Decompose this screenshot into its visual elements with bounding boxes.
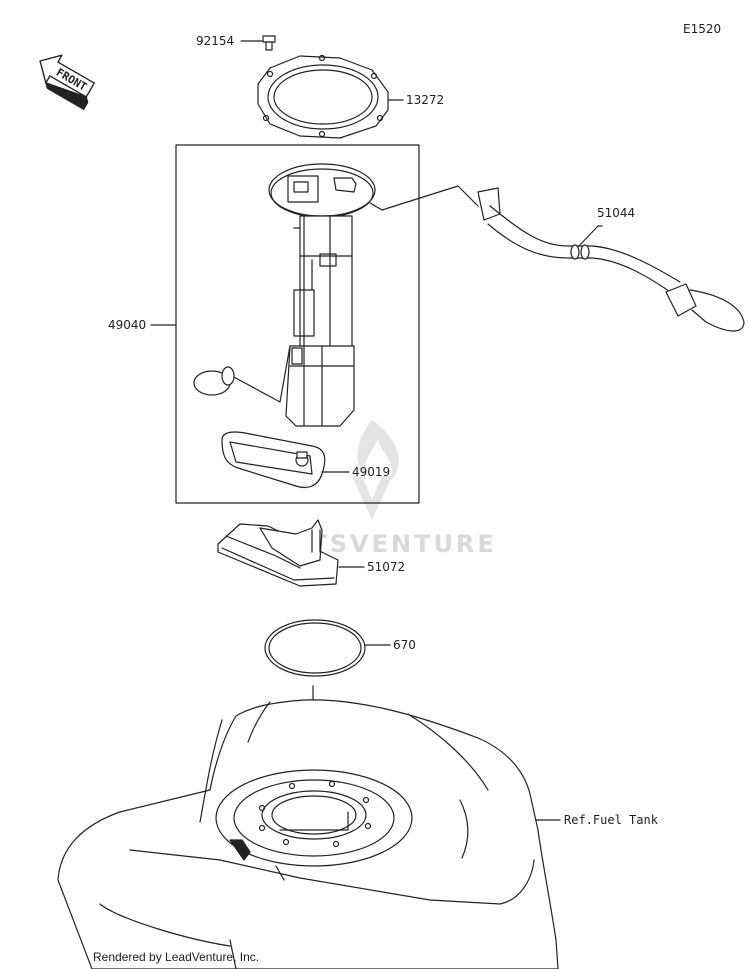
fuel-pump-assy-49040[interactable] bbox=[150, 144, 420, 504]
part-label-49040[interactable]: 49040 bbox=[108, 318, 147, 332]
part-label-13272[interactable]: 13272 bbox=[406, 93, 445, 107]
filter-49019[interactable] bbox=[221, 431, 350, 489]
part-label-49019[interactable]: 49019 bbox=[352, 465, 391, 479]
bolt-92154[interactable] bbox=[240, 35, 276, 51]
reference-label-fuel-tank[interactable]: Ref.Fuel Tank bbox=[564, 813, 658, 827]
part-label-51072[interactable]: 51072 bbox=[367, 560, 406, 574]
cover-51072[interactable] bbox=[217, 519, 365, 587]
part-label-670[interactable]: 670 bbox=[393, 638, 416, 652]
front-arrow-icon: FRONT bbox=[39, 54, 95, 110]
diagram-code: E1520 bbox=[683, 22, 722, 36]
o-ring-670[interactable] bbox=[264, 619, 391, 677]
part-label-51044[interactable]: 51044 bbox=[597, 206, 636, 220]
fuel-tank[interactable] bbox=[57, 699, 561, 969]
plate-13272[interactable] bbox=[257, 54, 404, 139]
hose-51044[interactable] bbox=[369, 185, 745, 332]
part-label-92154[interactable]: 92154 bbox=[196, 34, 235, 48]
credit-text: Rendered by LeadVenture, Inc. bbox=[93, 950, 260, 964]
